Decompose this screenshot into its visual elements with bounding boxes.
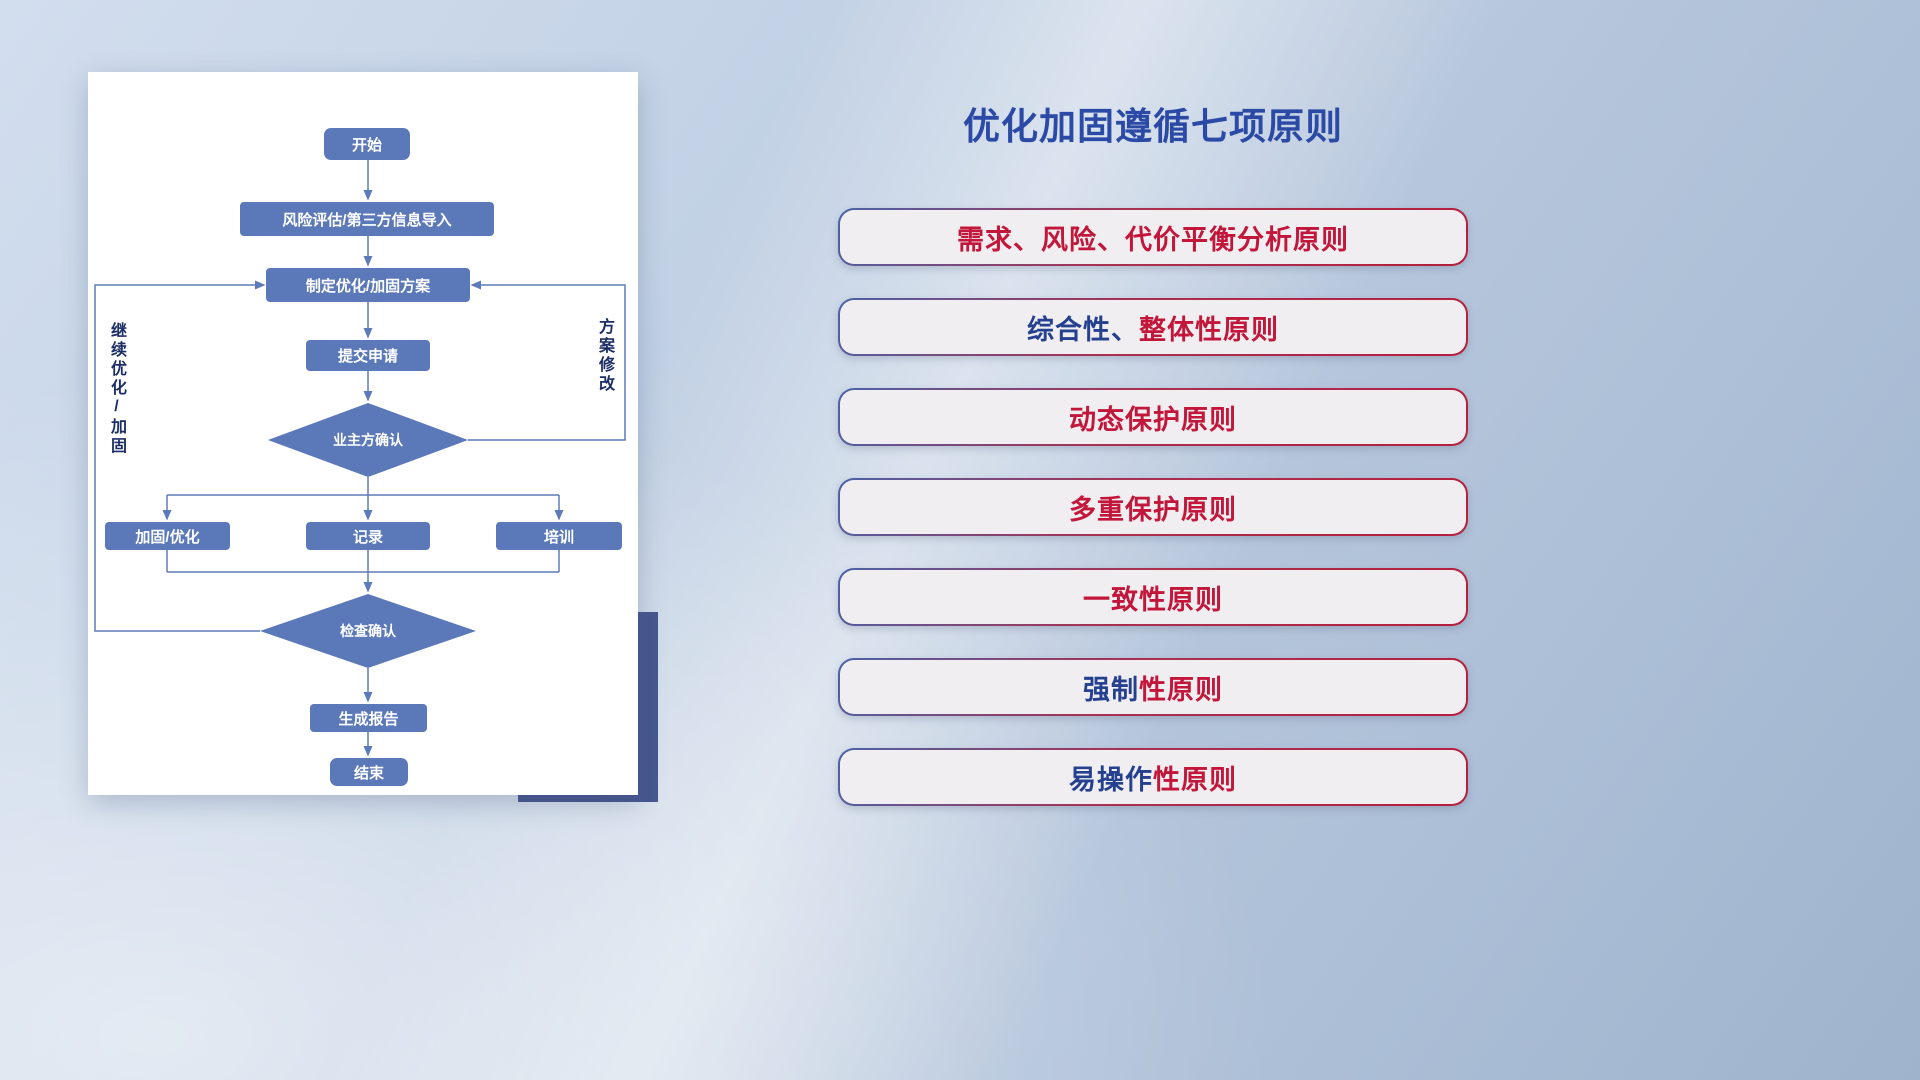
principle-text-segment: 强制	[1083, 674, 1139, 705]
flow-node-submit: 提交申请	[306, 340, 430, 371]
principle-text: 综合性、整体性原则	[840, 300, 1466, 354]
panel-title: 优化加固遵循七项原则	[963, 106, 1343, 147]
principle-text-segment: 性原则	[1153, 764, 1237, 795]
flow-node-training: 培训	[496, 522, 622, 550]
principle-card-3: 动态保护原则	[838, 388, 1468, 446]
flow-node-end: 结束	[330, 758, 408, 786]
principle-text-segment: 一致性原则	[1083, 584, 1223, 615]
principle-card-6: 强制性原则	[838, 658, 1468, 716]
principle-text-segment: 需求、风险、代价平衡分析原则	[957, 224, 1349, 255]
principle-card-4: 多重保护原则	[838, 478, 1468, 536]
edge-label-continue-optimize: 继续优化/加固	[108, 322, 125, 456]
principle-text: 需求、风险、代价平衡分析原则	[840, 210, 1466, 264]
principle-card-1: 需求、风险、代价平衡分析原则	[838, 208, 1468, 266]
principle-card-2: 综合性、整体性原则	[838, 298, 1468, 356]
principle-text-segment: 易操作	[1069, 764, 1153, 795]
flow-node-risk-import: 风险评估/第三方信息导入	[240, 202, 494, 236]
flow-node-reinforce: 加固/优化	[105, 522, 230, 550]
principles-panel: 优化加固遵循七项原则 需求、风险、代价平衡分析原则综合性、整体性原则动态保护原则…	[838, 0, 1468, 806]
principle-card-5: 一致性原则	[838, 568, 1468, 626]
principle-text: 强制性原则	[840, 660, 1466, 714]
principle-card-7: 易操作性原则	[838, 748, 1468, 806]
principle-text-segment: 整体性原则	[1139, 314, 1279, 345]
flowchart-card: 开始 风险评估/第三方信息导入 制定优化/加固方案 提交申请 业主方确认 加固/…	[88, 72, 638, 795]
principle-text-segment: 动态保护原则	[1069, 404, 1237, 435]
flow-node-start: 开始	[324, 128, 410, 160]
principle-text-segment: 多重保护原则	[1069, 494, 1237, 525]
principle-text: 易操作性原则	[840, 750, 1466, 804]
principle-text: 多重保护原则	[840, 480, 1466, 534]
principle-text-segment: 性原则	[1139, 674, 1223, 705]
edge-label-plan-modify: 方案修改	[596, 318, 613, 394]
principle-text: 动态保护原则	[840, 390, 1466, 444]
principle-text-segment: 综合性、	[1027, 314, 1139, 345]
principles-list: 需求、风险、代价平衡分析原则综合性、整体性原则动态保护原则多重保护原则一致性原则…	[838, 208, 1468, 806]
flow-node-record: 记录	[306, 522, 430, 550]
principle-text: 一致性原则	[840, 570, 1466, 624]
flow-node-make-plan: 制定优化/加固方案	[266, 268, 470, 302]
flow-node-report: 生成报告	[310, 704, 427, 732]
